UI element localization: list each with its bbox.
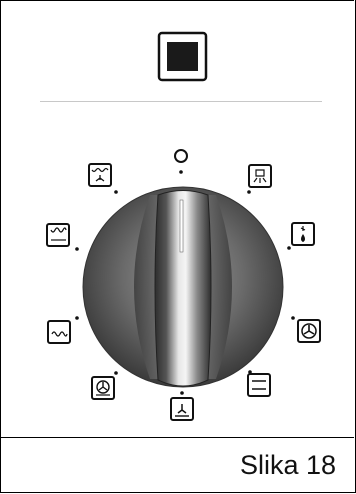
selector-knob[interactable] [83, 187, 283, 387]
fan-ring-heater-icon [291, 316, 320, 342]
lamp-icon [247, 165, 271, 194]
fan-bottom-heater-icon [171, 391, 193, 420]
oven-knob-illustration [0, 0, 356, 437]
bottom-heater-fan-icon [92, 371, 118, 399]
grill-icon [47, 224, 79, 251]
grill-fan-icon [89, 164, 118, 194]
bottom-heater-icon [48, 316, 79, 343]
off-circle-icon [175, 150, 187, 174]
top-bottom-heater-icon [248, 370, 270, 396]
figure-caption: Slika 18 [240, 450, 336, 481]
knob-indicator-line [180, 200, 183, 252]
oven-display-square-icon [159, 33, 206, 80]
caption-divider [0, 437, 354, 438]
defrost-drop-fan-icon [287, 223, 314, 250]
